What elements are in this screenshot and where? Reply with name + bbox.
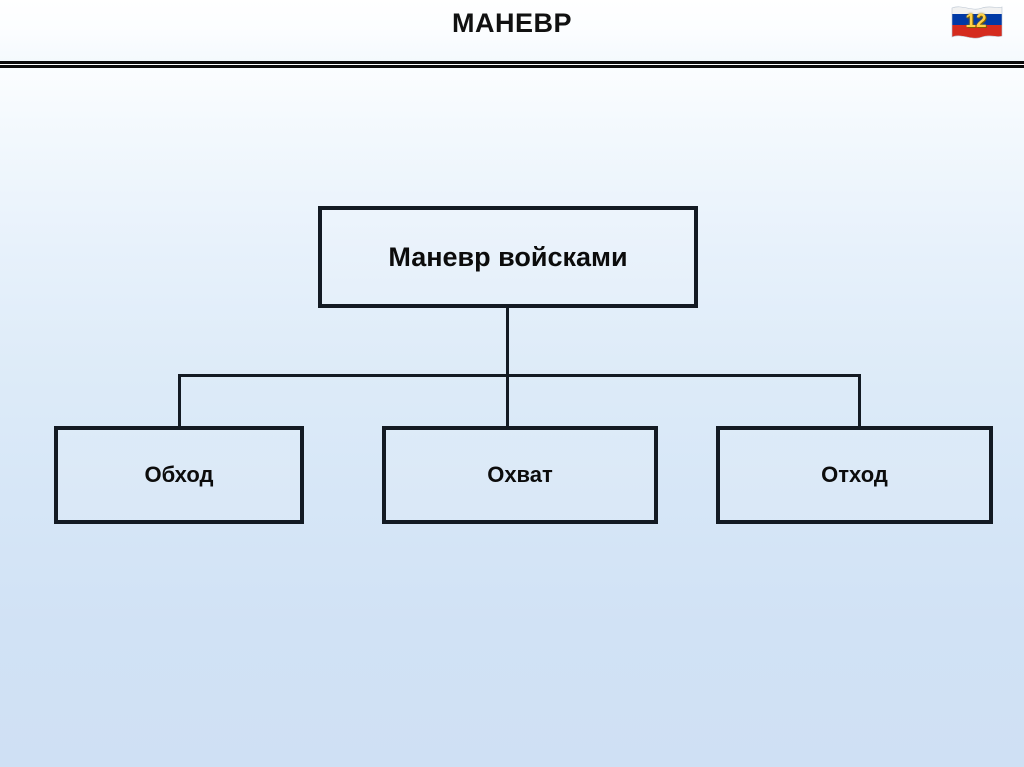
connector-horizontal-bus <box>178 374 861 377</box>
node-child-ohvat[interactable]: Охват <box>382 426 658 524</box>
connector-drop-othod <box>858 374 861 428</box>
slide-body: Маневр войсками Обход Охват Отход <box>0 68 1024 767</box>
org-chart-diagram: Маневр войсками Обход Охват Отход <box>0 68 1024 767</box>
node-child-obhod[interactable]: Обход <box>54 426 304 524</box>
node-child-obhod-label: Обход <box>144 462 214 487</box>
russian-flag-icon <box>951 6 1003 39</box>
slide-header: МАНЕВР <box>0 0 1024 62</box>
page-title: МАНЕВР <box>451 8 572 38</box>
node-child-ohvat-label: Охват <box>487 462 553 487</box>
node-root-manevr-voyskami[interactable]: Маневр войсками <box>318 206 698 308</box>
header-divider-upper <box>0 61 1024 64</box>
header-divider-gap <box>0 64 1024 65</box>
node-child-othod[interactable]: Отход <box>716 426 993 524</box>
connector-trunk <box>506 308 509 377</box>
connector-drop-ohvat <box>506 374 509 428</box>
node-child-othod-label: Отход <box>821 462 888 487</box>
node-root-label: Маневр войсками <box>388 242 628 272</box>
slide-number-badge: 12 <box>948 3 1004 43</box>
header-divider-lower <box>0 65 1024 68</box>
connector-drop-obhod <box>178 374 181 428</box>
